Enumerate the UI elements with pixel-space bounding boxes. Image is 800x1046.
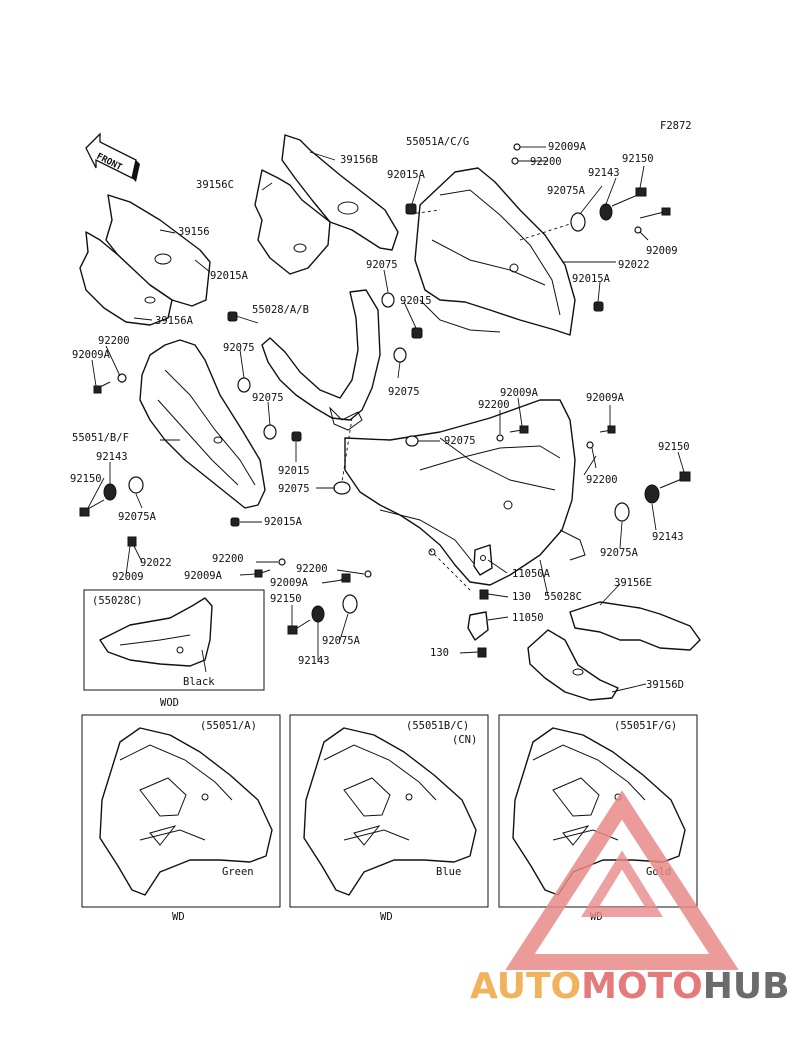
label-92143-r: 92143	[652, 531, 684, 543]
label-130-b: 130	[430, 647, 449, 659]
label-92200-r: 92200	[586, 474, 618, 486]
label-92075-c2: 92075	[388, 386, 420, 398]
label-92075a-l: 92075A	[118, 511, 157, 523]
figure-id: F2872	[660, 120, 692, 132]
lower-cowl-55028c	[344, 399, 586, 586]
label-92075-c1: 92075	[366, 259, 398, 271]
label-92075a-r: 92075A	[600, 547, 639, 559]
bracket-11050a	[473, 544, 493, 576]
label-39156: 39156	[178, 226, 210, 238]
label-92200-l: 92200	[98, 335, 130, 347]
label-92009a-b2: 92009A	[270, 577, 309, 589]
bracket-11050	[467, 611, 489, 641]
label-92200-b: 92200	[212, 553, 244, 565]
label-92009-l: 92009	[112, 571, 144, 583]
side-fairing-left	[139, 339, 266, 509]
label-92022-l: 92022	[140, 557, 172, 569]
label-92143-b: 92143	[298, 655, 330, 667]
front-arrow-icon: FRONT	[85, 132, 140, 182]
label-92015a-b: 92015A	[264, 516, 303, 528]
label-39156e: 39156E	[614, 577, 652, 589]
label-55028c: 55028C	[544, 591, 582, 603]
heat-shield-39156c	[254, 169, 331, 275]
inset-a-color: Green	[222, 866, 254, 878]
label-39156c: 39156C	[196, 179, 234, 191]
label-92009a-b1: 92009A	[184, 570, 223, 582]
part-labels: 55051A/C/G 92009A 92200 39156B 92015A 92…	[70, 136, 690, 691]
heat-shield-39156d	[527, 629, 619, 701]
inset-55051bc: (55051B/C) (CN) Blue WD	[289, 714, 489, 923]
label-92009-right: 92009	[646, 245, 678, 257]
label-92075-l1: 92075	[223, 342, 255, 354]
label-92143-l: 92143	[96, 451, 128, 463]
label-39156a-top: 92015A	[210, 270, 249, 282]
label-92075-l2: 92075	[252, 392, 284, 404]
label-92150-l: 92150	[70, 473, 102, 485]
label-92015a-top: 92015A	[387, 169, 426, 181]
label-39156d: 39156D	[646, 679, 684, 691]
inset-55051a: (55051/A) Green WD	[81, 714, 281, 923]
heat-shield-39156a	[79, 231, 173, 326]
label-92009a-mr: 92009A	[500, 387, 539, 399]
label-92009a-l: 92009A	[72, 349, 111, 361]
leader-lines	[87, 146, 685, 693]
label-130-a: 130	[512, 591, 531, 603]
inset-wod-55028c: (55028C) Black WOD	[83, 589, 265, 709]
label-92075a-b: 92075A	[322, 635, 361, 647]
nose-cowl-55028	[261, 289, 381, 431]
inset-wod-code: (55028C)	[92, 595, 143, 607]
label-55028: 55028/A/B	[252, 304, 309, 316]
heat-shield-39156b	[281, 134, 399, 251]
label-92015-c: 92015	[400, 295, 432, 307]
inset-wod-market: WOD	[160, 697, 179, 709]
watermark-auto: AUTOMOTOHUB	[470, 966, 790, 1007]
label-92200-b2: 92200	[296, 563, 328, 575]
label-92015a-r: 92015A	[572, 273, 611, 285]
label-92075-c4: 92075	[278, 483, 310, 495]
label-92150-top: 92150	[622, 153, 654, 165]
label-39156b: 39156B	[340, 154, 378, 166]
watermark-logo: AUTOMOTOHUB	[470, 790, 790, 1007]
label-92075a-top: 92075A	[547, 185, 586, 197]
inset-b-color: Blue	[436, 866, 461, 878]
label-92200-mr: 92200	[478, 399, 510, 411]
label-92009a-top: 92009A	[548, 141, 587, 153]
heat-shield-39156	[105, 194, 211, 307]
label-92015-l: 92015	[278, 465, 310, 477]
label-92143-top: 92143	[588, 167, 620, 179]
inset-c-code: (55051F/G)	[614, 720, 677, 732]
label-92075-c3: 92075	[444, 435, 476, 447]
label-92150-r: 92150	[658, 441, 690, 453]
label-55051bf: 55051/B/F	[72, 432, 129, 444]
label-11050a: 11050A	[512, 568, 551, 580]
label-92009a-r2: 92009A	[586, 392, 625, 404]
inset-a-market: WD	[172, 911, 185, 923]
label-39156a: 39156A	[155, 315, 194, 327]
hardware-fasteners	[79, 143, 691, 658]
upper-fairing-right	[414, 167, 576, 336]
inset-a-code: (55051/A)	[200, 720, 257, 732]
inset-b-code: (55051B/C)	[406, 720, 469, 732]
label-92022-right: 92022	[618, 259, 650, 271]
inset-wod-color: Black	[183, 676, 215, 688]
label-11050: 11050	[512, 612, 544, 624]
heat-shield-39156e	[569, 601, 701, 651]
label-92150-b: 92150	[270, 593, 302, 605]
inset-b-sub: (CN)	[452, 734, 477, 746]
label-55051acg: 55051A/C/G	[406, 136, 469, 148]
label-92200-top: 92200	[530, 156, 562, 168]
inset-b-market: WD	[380, 911, 393, 923]
